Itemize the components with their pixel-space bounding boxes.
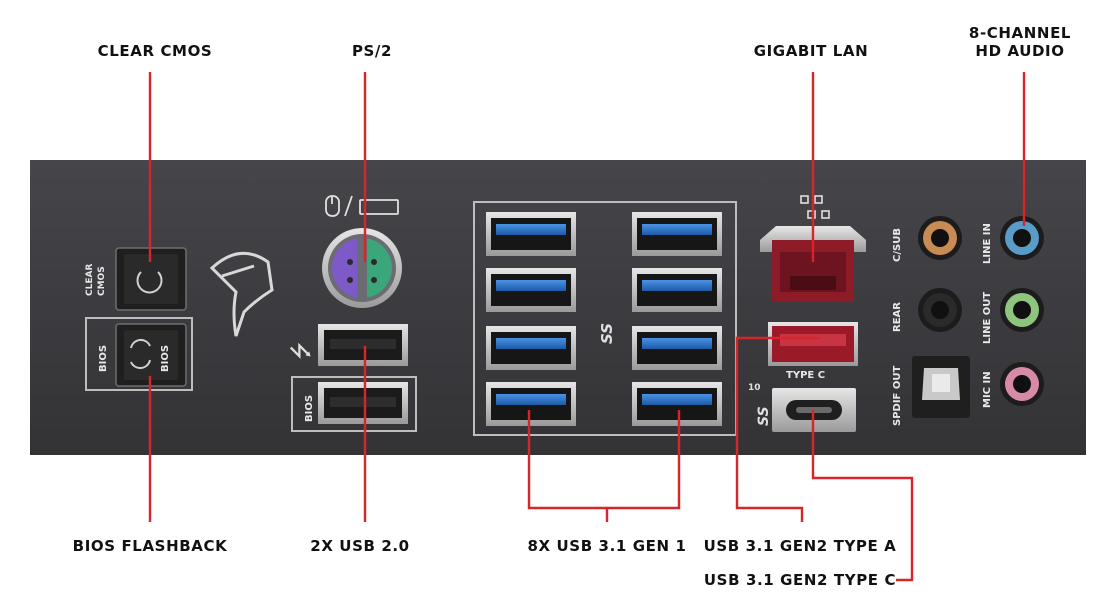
rog-logo <box>209 251 274 337</box>
leader-lines <box>148 72 1026 582</box>
callout-clear-cmos: CLEAR CMOS <box>98 42 213 60</box>
leader-usb31-gen1 <box>527 410 681 510</box>
clear-cmos-label-1: CLEAR <box>85 264 95 296</box>
audio-label-mic-in: MIC IN <box>982 371 993 408</box>
line-out-jack[interactable] <box>1000 288 1044 332</box>
usb20-port-1[interactable] <box>318 324 408 366</box>
callout-ps2: PS/2 <box>352 42 392 60</box>
line-in-jack[interactable] <box>1000 216 1044 260</box>
callout-bios-flashback: BIOS FLASHBACK <box>73 537 228 555</box>
bios-label-left: BIOS <box>98 345 109 372</box>
callout-gigabit-lan: GIGABIT LAN <box>754 42 869 60</box>
bios-usb-label: BIOS <box>304 395 315 422</box>
callout-usb31-gen2-c: USB 3.1 GEN2 TYPE C <box>704 571 896 589</box>
usb31-gen2-type-a-port[interactable] <box>768 322 858 366</box>
usb31-gen1-port-7[interactable] <box>632 326 722 370</box>
type-c-label: TYPE C <box>786 370 825 381</box>
usb31-gen1-ports <box>486 212 722 426</box>
spdif-out-port[interactable] <box>912 356 970 418</box>
audio-label-line-out: LINE OUT <box>982 292 993 344</box>
callout-labels: CLEAR CMOS PS/2 GIGABIT LAN 8-CHANNEL HD… <box>73 24 1071 589</box>
clear-cmos-label-2: CMOS <box>97 266 107 296</box>
callout-audio-1: 8-CHANNEL <box>969 24 1071 42</box>
audio-label-rear: REAR <box>892 302 903 332</box>
csub-jack[interactable] <box>918 216 962 260</box>
callout-audio-2: HD AUDIO <box>975 42 1064 60</box>
clear-cmos-button[interactable] <box>115 247 187 311</box>
leader-gen2-type-a <box>735 336 820 522</box>
ss10-sup: 10 <box>748 383 761 393</box>
bios-flashback-button[interactable] <box>115 323 187 387</box>
usb20-port-2[interactable] <box>318 382 408 424</box>
usb31-gen1-frame <box>473 201 737 436</box>
usb31-gen1-port-6[interactable] <box>632 268 722 312</box>
usb31-gen1-port-2[interactable] <box>486 268 576 312</box>
bios-button-frame <box>85 317 193 391</box>
usb31-gen1-port-3[interactable] <box>486 326 576 370</box>
callout-usb20: 2X USB 2.0 <box>310 537 409 555</box>
leader-gen2-type-c <box>811 410 914 582</box>
usb31-gen1-port-4[interactable] <box>486 382 576 426</box>
rear-jack[interactable] <box>918 288 962 332</box>
mouse-keyboard-icon <box>325 195 399 217</box>
sync-icon <box>130 338 151 370</box>
bios-usb-frame <box>291 376 417 432</box>
network-icon <box>800 195 830 219</box>
audio-label-csub: C/SUB <box>892 228 903 262</box>
usb31-gen1-port-8[interactable] <box>632 382 722 426</box>
mic-in-jack[interactable] <box>1000 362 1044 406</box>
refresh-icon <box>136 271 163 294</box>
ss10-label: SS <box>756 406 772 426</box>
audio-label-line-in: LINE IN <box>982 223 993 264</box>
usb-symbol-icon: ⭍ <box>289 342 314 360</box>
ps2-port[interactable] <box>322 228 402 308</box>
callout-usb31-gen1: 8X USB 3.1 GEN 1 <box>527 537 686 555</box>
usb31-gen1-port-5[interactable] <box>632 212 722 256</box>
ss-label: SS <box>598 323 616 344</box>
callout-usb31-gen2-a: USB 3.1 GEN2 TYPE A <box>704 537 897 555</box>
bios-label-button: BIOS <box>160 345 171 372</box>
audio-label-spdif: SPDIF OUT <box>892 366 903 426</box>
usb31-gen1-port-1[interactable] <box>486 212 576 256</box>
audio-jacks <box>918 216 1044 406</box>
